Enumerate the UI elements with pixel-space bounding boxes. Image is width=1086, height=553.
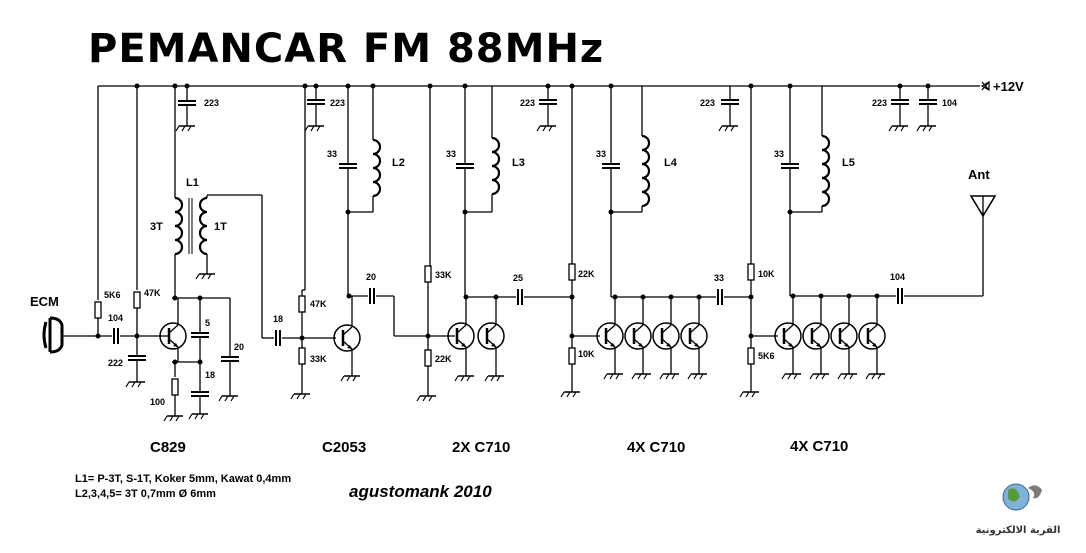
site-logo: القرية الالكترونية [976, 483, 1061, 536]
cap-label: 33 [714, 273, 724, 283]
resistor-label: 22K [435, 354, 452, 364]
cap-label: 104 [108, 313, 123, 323]
resistor-label: 10K [578, 349, 595, 359]
decoupling-caps: 223 223 223 223 223 104 [175, 86, 957, 132]
stage-label: 4X C710 [790, 438, 848, 455]
cap-label: 33 [446, 149, 456, 159]
supply-rail: +12V [98, 79, 1024, 94]
cap-label: 18 [205, 370, 215, 380]
stage-label: C829 [150, 439, 186, 456]
inductor-label: L4 [664, 157, 678, 169]
cap-label: 223 [330, 98, 345, 108]
resistor-label: 10K [758, 269, 775, 279]
resistor-label: 22K [578, 269, 595, 279]
stage-label: 2X C710 [452, 439, 510, 456]
coil-note: L1= P-3T, S-1T, Koker 5mm, Kawat 0,4mm [75, 473, 291, 485]
antenna-label: Ant [968, 167, 990, 182]
inductor-label: L2 [392, 157, 405, 169]
resistor-label: 5K6 [104, 290, 121, 300]
cap-label: 223 [520, 98, 535, 108]
author-credit: agustomank 2010 [349, 482, 492, 501]
cap-label: 223 [700, 98, 715, 108]
resistor-label: 100 [150, 397, 165, 407]
resistor-label: 5K6 [758, 351, 775, 361]
svg-text:القرية الالكترونية: القرية الالكترونية [976, 525, 1061, 536]
resistor-label: 33K [435, 270, 452, 280]
page-title: PEMANCAR FM 88MHz [88, 26, 604, 72]
inductor-label: L5 [842, 157, 855, 169]
cap-label: 222 [108, 358, 123, 368]
cap-label: 104 [942, 98, 957, 108]
supply-label: +12V [993, 79, 1024, 94]
cap-label: 33 [327, 149, 337, 159]
antenna-icon: Ant [968, 167, 997, 218]
cap-label: 5 [205, 318, 210, 328]
inductor-label: 1T [214, 221, 227, 233]
inductor-label: L3 [512, 157, 525, 169]
cap-label: 223 [872, 98, 887, 108]
stage-4x-c710-b: 10K 5K6 33 L5 104 [739, 86, 984, 398]
cap-label: 33 [774, 149, 784, 159]
inductor-label: L1 [186, 177, 199, 189]
cap-label: 33 [596, 149, 606, 159]
cap-label: 20 [366, 272, 376, 282]
inductor-label: 3T [150, 221, 163, 233]
cap-label: 20 [234, 342, 244, 352]
cap-label: 18 [273, 314, 283, 324]
mic-label: ECM [30, 294, 59, 309]
resistor-label: 33K [310, 354, 327, 364]
cap-label: 223 [204, 98, 219, 108]
cap-label: 104 [890, 272, 905, 282]
stage-2x-c710: 33K 22K 33 L3 25 [416, 86, 572, 402]
stage-c829: ECM 5K6 104 47K 222 [30, 86, 263, 422]
stage-4x-c710-a: 22K 10K 33 L4 33 [560, 86, 751, 398]
stage-label: 4X C710 [627, 439, 685, 456]
resistor-label: 47K [144, 288, 161, 298]
stage-label: C2053 [322, 439, 366, 456]
stage-c2053: 18 47K 33K 33 L2 20 [262, 86, 455, 400]
resistor-label: 47K [310, 299, 327, 309]
coil-note: L2,3,4,5= 3T 0,7mm Ø 6mm [75, 488, 216, 500]
cap-label: 25 [513, 273, 523, 283]
